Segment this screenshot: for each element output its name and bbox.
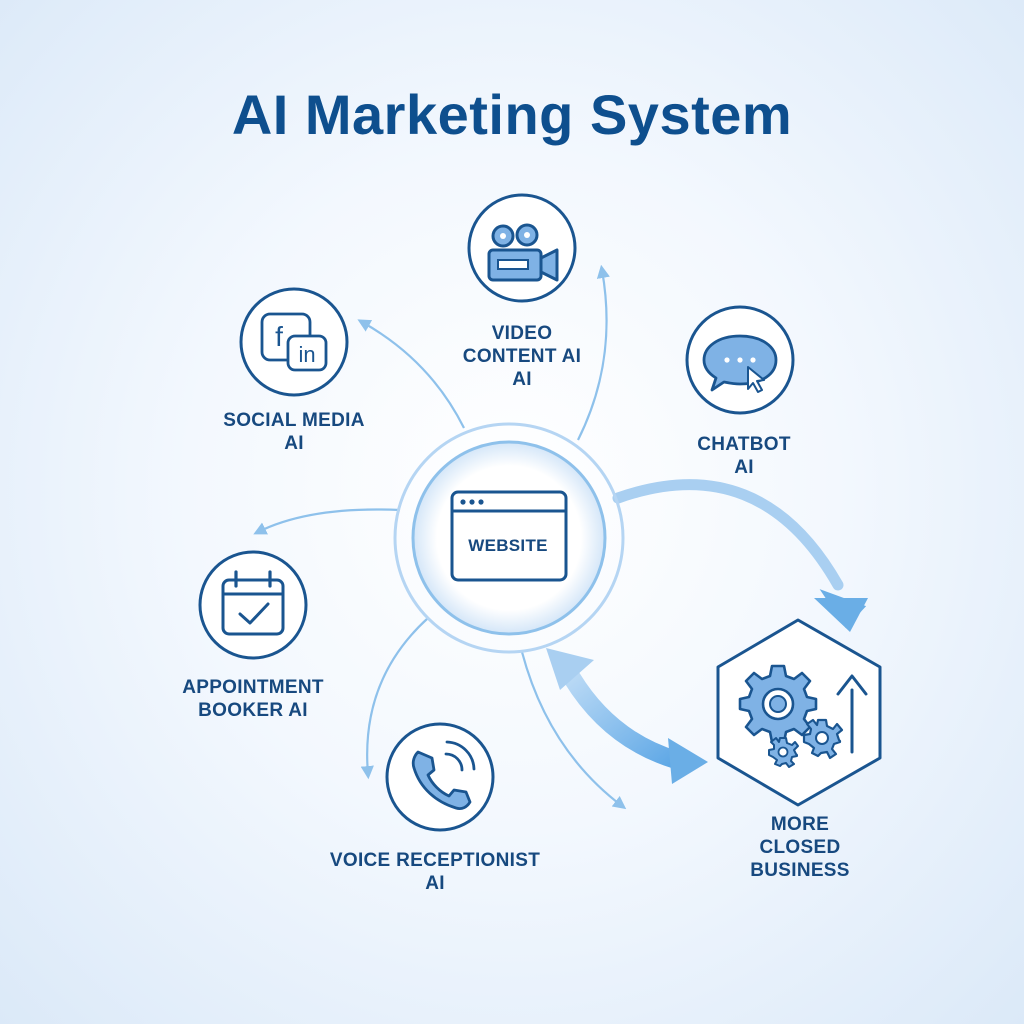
phone-icon	[411, 740, 476, 811]
video-camera-icon	[487, 223, 559, 282]
arrow-to-bottom	[520, 651, 627, 810]
social-media-label-line2: AI	[284, 433, 304, 454]
business-label-line3: BUSINESS	[750, 860, 850, 881]
calendar-check-icon	[221, 570, 285, 636]
page-title: AI Marketing System	[231, 83, 793, 146]
linkedin-icon: in	[298, 342, 315, 367]
arrow-to-video	[577, 264, 610, 441]
business-node[interactable]	[716, 618, 882, 807]
voice-label-line2: AI	[425, 873, 445, 894]
chat-bubble-icon	[702, 334, 778, 393]
video-label: VIDEO CONTENT AI AI	[432, 322, 612, 391]
chatbot-label-line2: AI	[734, 457, 754, 478]
appointment-node[interactable]	[198, 550, 308, 660]
voice-label: VOICE RECEPTIONIST AI	[300, 849, 570, 895]
facebook-icon: f	[275, 321, 283, 352]
voice-node[interactable]	[385, 722, 495, 832]
voice-label-line1: VOICE RECEPTIONIST	[329, 850, 541, 871]
browser-window-icon	[450, 490, 568, 582]
social-media-node[interactable]: f in	[239, 287, 349, 397]
arrow-to-voice	[360, 617, 429, 780]
business-label: MORE CLOSED BUSINESS	[720, 813, 880, 882]
arrow-to-social	[357, 319, 465, 429]
connector-arrows	[253, 264, 627, 810]
website-label: WEBSITE	[468, 536, 548, 555]
chatbot-label-line1: CHATBOT	[697, 434, 791, 455]
video-label-line2: CONTENT AI	[462, 346, 582, 367]
business-label-line2: CLOSED	[759, 837, 841, 858]
chatbot-label: CHATBOT AI	[664, 433, 824, 479]
social-media-icon: f in	[260, 312, 328, 372]
chatbot-node[interactable]	[685, 305, 795, 415]
social-media-label: SOCIAL MEDIA AI	[196, 409, 392, 455]
gears-growth-icon	[738, 664, 868, 768]
appointment-label: APPOINTMENT BOOKER AI	[148, 676, 358, 722]
appointment-label-line1: APPOINTMENT	[182, 677, 324, 698]
social-media-label-line1: SOCIAL MEDIA	[223, 410, 365, 431]
arrow-to-appointment	[253, 508, 401, 535]
video-node[interactable]	[467, 193, 577, 303]
business-label-line1: MORE	[770, 814, 830, 835]
cursor-icon	[747, 366, 765, 393]
video-label-line1: VIDEO	[491, 323, 553, 344]
growth-arrow-icon	[836, 674, 868, 754]
website-node[interactable]	[393, 422, 625, 654]
video-label-line3: AI	[512, 369, 532, 390]
double-arrow-business	[546, 648, 708, 784]
arrow-to-business	[612, 479, 868, 632]
appointment-label-line2: BOOKER AI	[198, 700, 308, 721]
